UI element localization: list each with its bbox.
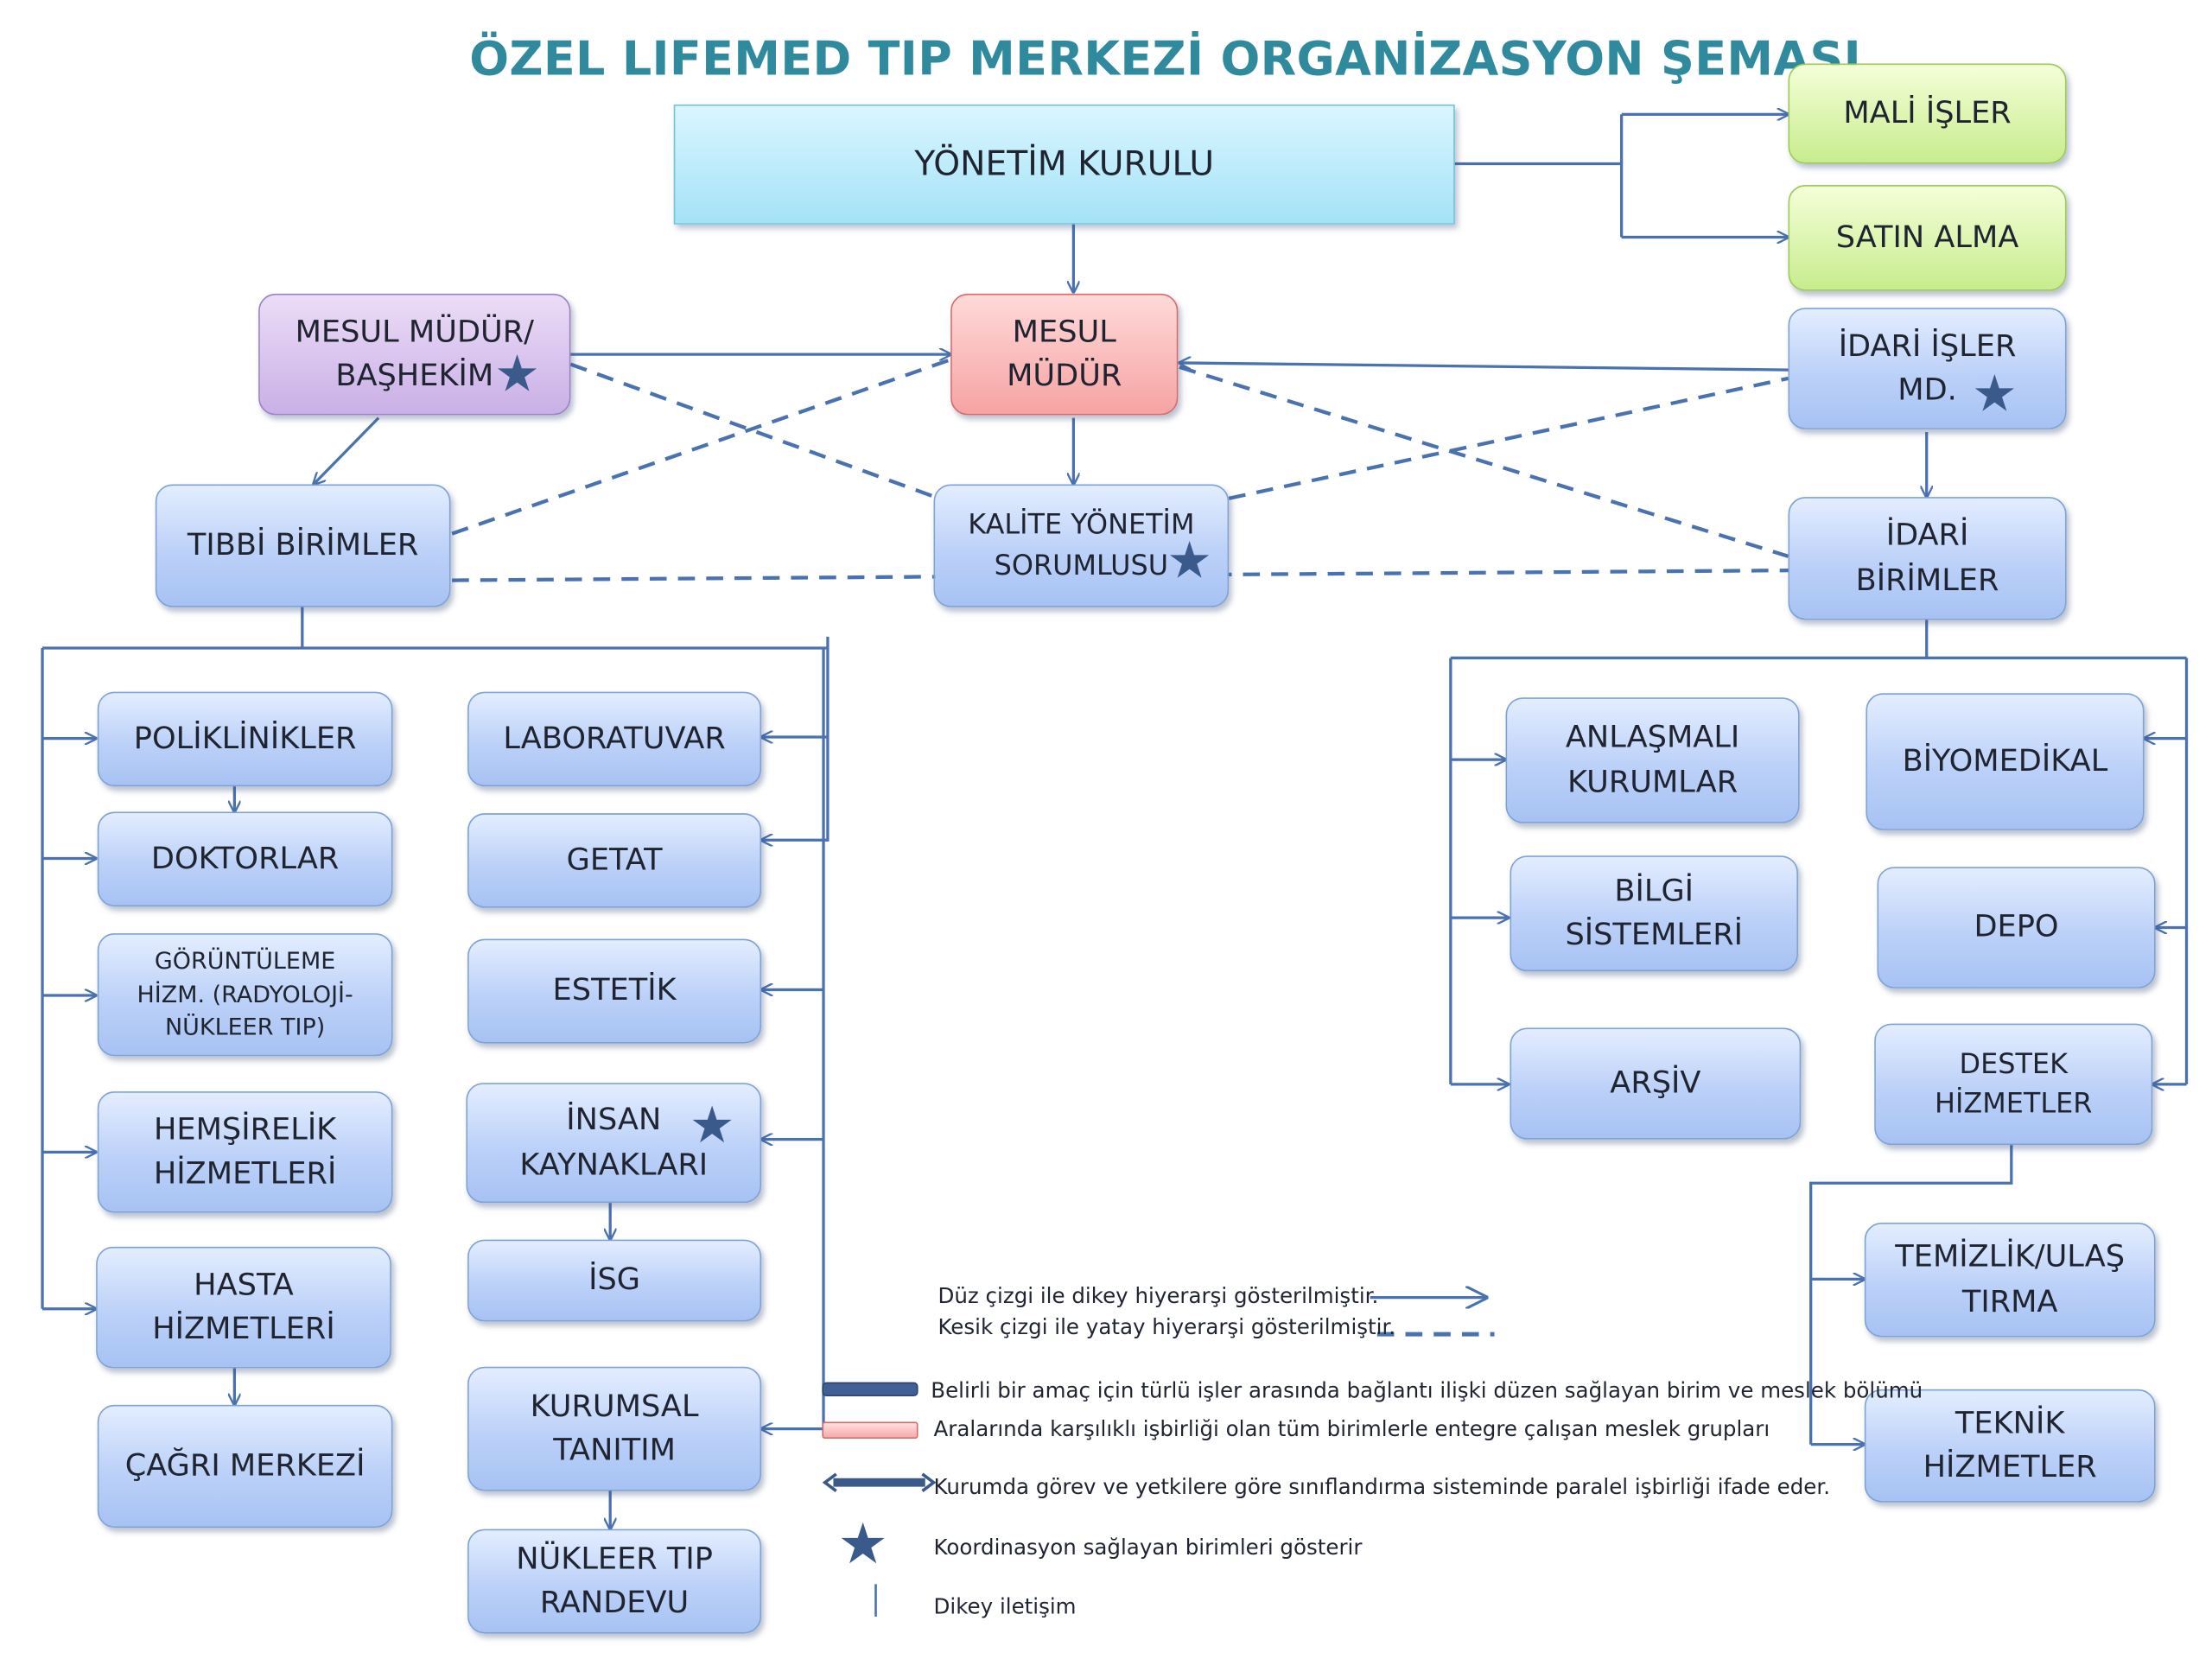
legend-double-arrow-text: Kurumda görev ve yetkilere göre sınıflan…	[933, 1473, 1831, 1500]
bilgi-sistemleri-box: BİLGİ SİSTEMLERİ	[1510, 855, 1798, 972]
dash-tibbi-mesul	[451, 357, 955, 536]
idari-isler-md-box: İDARİ İŞLER MD.	[1788, 308, 2067, 429]
yonetim-kurulu-box: YÖNETİM KURULU	[673, 104, 1455, 225]
mesul-mudur-bashekim-box: MESUL MÜDÜR/ BAŞHEKİM	[258, 293, 571, 416]
getat-box: GETAT	[467, 813, 762, 908]
isg-box: İSG	[467, 1239, 762, 1322]
kurumsal-tanitim-box: KURUMSAL TANITIM	[467, 1366, 762, 1491]
legend-star-text: Koordinasyon sağlayan birimleri gösterir	[933, 1535, 1363, 1560]
legend-solid-text: Düz çizgi ile dikey hiyerarşi gösterilmi…	[938, 1283, 1379, 1309]
temizlik-ulastirma-box: TEMİZLİK/ULAŞ TIRMA	[1864, 1223, 2156, 1338]
legend-red-bar	[822, 1421, 918, 1440]
star-icon: ★	[1972, 365, 2018, 424]
legend-blue-text: Belirli bir amaç için türlü işler arasın…	[931, 1377, 1923, 1404]
laboratuvar-box: LABORATUVAR	[467, 691, 762, 787]
destek-trunk	[1809, 1145, 2013, 1445]
legend-vertical-text: Dikey iletişim	[933, 1593, 1077, 1620]
arsiv-box: ARŞİV	[1510, 1027, 1802, 1140]
star-icon: ★	[494, 346, 540, 404]
goruntuleme-box: GÖRÜNTÜLEME HİZM. (RADYOLOJİ- NÜKLEER TI…	[97, 933, 393, 1057]
legend-blue-bar	[822, 1382, 918, 1397]
cagri-merkezi-box: ÇAĞRI MERKEZİ	[97, 1404, 393, 1528]
star-icon: ★	[1166, 532, 1213, 591]
poliklinikler-box: POLİKLİNİKLER	[97, 691, 393, 787]
insan-kaynaklari-box: İNSAN KAYNAKLARI	[466, 1083, 762, 1204]
teknik-hizmetler-box: TEKNİK HİZMETLER	[1864, 1389, 2156, 1503]
dash-bashekim-kalite	[569, 362, 936, 499]
doktorlar-box: DOKTORLAR	[97, 811, 393, 907]
kalite-yonetim-box: KALİTE YÖNETİM SORUMLUSU	[933, 484, 1230, 607]
hemsirelik-box: HEMŞİRELİK HİZMETLERİ	[97, 1091, 393, 1213]
star-icon: ★	[689, 1096, 735, 1155]
arrow-idari-mesul	[1179, 363, 1789, 372]
tibbi-birimler-box: TIBBİ BİRİMLER	[155, 484, 451, 607]
mali-isler-box: MALİ İŞLER	[1788, 63, 2067, 164]
arrow-bashekim-tibbi	[314, 416, 380, 485]
chart-title: ÖZEL LIFEMED TIP MERKEZİ ORGANİZASYON ŞE…	[469, 30, 1862, 86]
mesul-mudur-box: MESUL MÜDÜR	[950, 293, 1179, 416]
legend-star-icon: ★	[837, 1512, 888, 1578]
dash-mesul-idaribirim	[1179, 365, 1789, 558]
satin-alma-box: SATIN ALMA	[1788, 185, 2067, 291]
estetik-box: ESTETİK	[467, 938, 762, 1044]
hasta-hizmetleri-box: HASTA HİZMETLERİ	[96, 1246, 391, 1369]
legend-red-text: Aralarında karşılıklı işbirliği olan tüm…	[933, 1415, 1770, 1442]
legend-double-arrow	[822, 1472, 937, 1492]
destek-hizmetler-box: DESTEK HİZMETLER	[1874, 1023, 2153, 1146]
legend-dashed-text: Kesik çizgi ile yatay hiyerarşi gösteril…	[938, 1314, 1396, 1340]
dash-tibbi-idari	[452, 569, 1789, 582]
anlasmali-kurumlar-box: ANLAŞMALI KURUMLAR	[1505, 697, 1800, 823]
nukleer-tip-randevu-box: NÜKLEER TIP RANDEVU	[467, 1529, 762, 1634]
biyomedikal-box: BİYOMEDİKAL	[1866, 693, 2145, 830]
depo-box: DEPO	[1877, 867, 2156, 988]
dash-kalite-idari	[1228, 376, 1789, 500]
idari-birimler-box: İDARİ BİRİMLER	[1788, 497, 2067, 620]
